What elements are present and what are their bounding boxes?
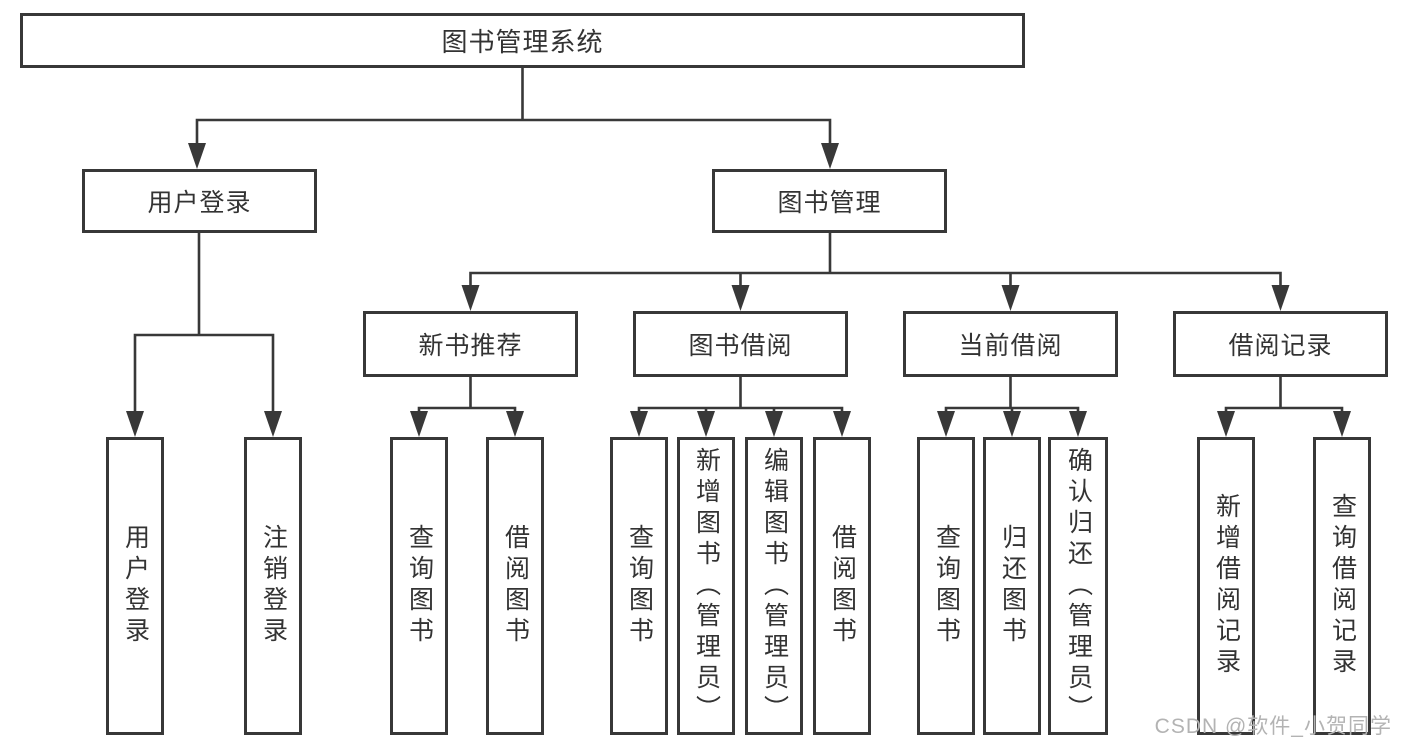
arrowhead-down-icon [461, 285, 480, 311]
node-label: 用户登录 [121, 524, 150, 648]
leaf-edit-books-admin: 编辑图书（管理员） [745, 437, 803, 735]
leaf-query-borrow-record: 查询借阅记录 [1313, 437, 1371, 735]
arrowhead-down-icon [630, 411, 648, 437]
node-current-borrowing: 当前借阅 [903, 311, 1118, 377]
node-label: 确认归还（管理员） [1064, 446, 1093, 726]
leaf-add-books-admin: 新增图书（管理员） [677, 437, 735, 735]
csdn-watermark: CSDN @软件_小贺同学 [1154, 715, 1392, 738]
node-label: 借阅记录 [1228, 332, 1333, 360]
arrowhead-down-icon [126, 411, 144, 437]
arrowhead-down-icon [731, 285, 750, 311]
leaf-return-books: 归还图书 [983, 437, 1041, 735]
leaf-query-books-recommend: 查询图书 [390, 437, 448, 735]
node-label: 新增图书（管理员） [692, 446, 721, 726]
leaf-logout: 注销登录 [244, 437, 302, 735]
node-new-book-recommend: 新书推荐 [363, 311, 578, 377]
arrowhead-down-icon [1333, 411, 1351, 437]
arrowhead-down-icon [1001, 285, 1020, 311]
node-book-borrowing: 图书借阅 [633, 311, 848, 377]
arrowhead-down-icon [833, 411, 851, 437]
arrowhead-down-icon [697, 411, 715, 437]
arrowhead-down-icon [765, 411, 783, 437]
arrowhead-down-icon [410, 411, 428, 437]
arrowhead-down-icon [1271, 285, 1290, 311]
arrowhead-down-icon [937, 411, 955, 437]
node-label: 借阅图书 [828, 524, 857, 648]
leaf-borrow-books-recommend: 借阅图书 [486, 437, 544, 735]
node-root: 图书管理系统 [20, 13, 1025, 68]
node-label: 查询图书 [932, 524, 961, 648]
node-label: 图书管理 [777, 189, 882, 217]
node-label: 编辑图书（管理员） [760, 446, 789, 726]
connector-book-mgmt-split [469, 233, 1282, 306]
arrowhead-down-icon [1217, 411, 1235, 437]
arrowhead-down-icon [1069, 411, 1087, 437]
node-label: 借阅图书 [501, 524, 530, 648]
node-label: 新增借阅记录 [1212, 493, 1241, 679]
connector-book-borrow-split [637, 377, 844, 432]
node-label: 查询借阅记录 [1328, 493, 1357, 679]
arrowhead-down-icon [264, 411, 282, 437]
leaf-confirm-return-admin: 确认归还（管理员） [1048, 437, 1108, 735]
node-label: 归还图书 [998, 524, 1027, 648]
connector-root-split [195, 68, 832, 164]
connector-borrow-records-split [1224, 377, 1344, 432]
node-label: 用户登录 [147, 189, 252, 217]
leaf-query-books-current: 查询图书 [917, 437, 975, 735]
node-label: 新书推荐 [418, 332, 523, 360]
leaf-add-borrow-record: 新增借阅记录 [1197, 437, 1255, 735]
arrowhead-down-icon [1003, 411, 1021, 437]
node-label: 图书管理系统 [441, 27, 604, 57]
node-user-login: 用户登录 [82, 169, 317, 233]
node-book-management: 图书管理 [712, 169, 947, 233]
connector-new-book-split [417, 377, 517, 432]
node-label: 查询图书 [625, 524, 654, 648]
leaf-user-login: 用户登录 [106, 437, 164, 735]
arrowhead-down-icon [506, 411, 524, 437]
node-label: 查询图书 [405, 524, 434, 648]
leaf-borrow-books: 借阅图书 [813, 437, 871, 735]
node-borrowing-records: 借阅记录 [1173, 311, 1388, 377]
arrowhead-down-icon [821, 143, 839, 169]
node-label: 当前借阅 [958, 332, 1063, 360]
node-label: 图书借阅 [688, 332, 793, 360]
arrowhead-down-icon [188, 143, 206, 169]
connector-user-login-split [133, 233, 275, 432]
leaf-query-books-borrow: 查询图书 [610, 437, 668, 735]
node-label: 注销登录 [259, 524, 288, 648]
